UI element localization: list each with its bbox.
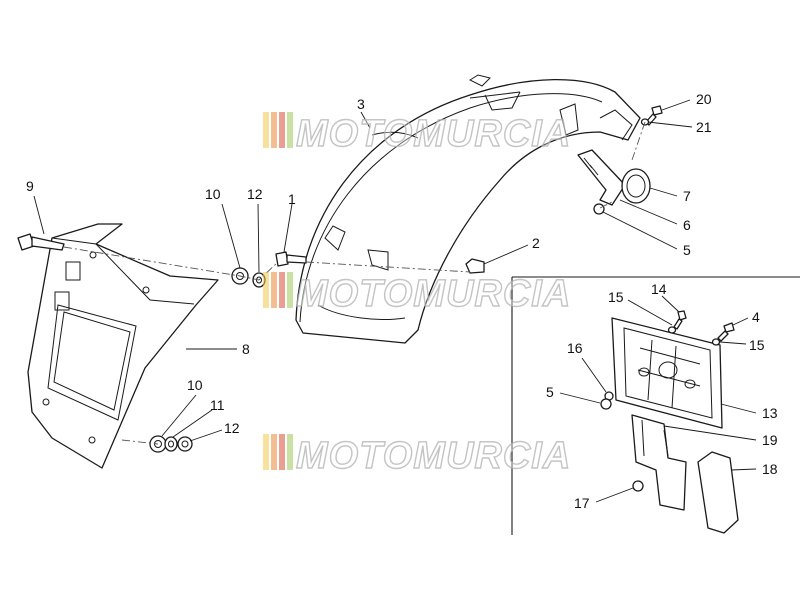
- callout-4: 4: [752, 309, 760, 325]
- watermark-top: MOTOMURCIA: [263, 112, 571, 156]
- washer-15-left: [667, 326, 677, 334]
- callout-17: 17: [574, 495, 590, 511]
- screw-14: [673, 310, 687, 330]
- assembly-lines: [63, 121, 646, 445]
- callout-7: 7: [683, 188, 691, 204]
- plate-bracket: [631, 414, 687, 511]
- wm-bar-2: [271, 434, 277, 470]
- callout-11: 11: [210, 397, 225, 413]
- wm-bar-1: [263, 434, 269, 470]
- callout-10-lower: 10: [187, 377, 203, 393]
- watermark-middle: MOTOMURCIA: [263, 272, 571, 316]
- callout-19: 19: [762, 432, 778, 448]
- wm-bar-4: [287, 272, 293, 308]
- callout-14: 14: [651, 281, 667, 297]
- callout-3: 3: [357, 96, 365, 112]
- callout-6: 6: [683, 217, 691, 233]
- wm-bar-3: [279, 272, 285, 308]
- callout-15-left: 15: [608, 289, 624, 305]
- callout-10-upper: 10: [205, 186, 221, 202]
- callout-2: 2: [532, 235, 540, 251]
- callout-5-lower: 5: [546, 384, 554, 400]
- wm-bar-4: [287, 112, 293, 148]
- license-plate-holder: [27, 223, 219, 469]
- callout-16: 16: [567, 340, 583, 356]
- callout-21: 21: [696, 119, 712, 135]
- clip-nut-2: [465, 258, 485, 274]
- nut-12-lower: [177, 436, 193, 452]
- rear-mudguard: [295, 74, 641, 344]
- callout-8: 8: [242, 341, 250, 357]
- callout-20: 20: [696, 91, 712, 107]
- plate-mount: [611, 317, 723, 429]
- wm-bar-3: [279, 434, 285, 470]
- callout-1: 1: [288, 191, 296, 207]
- screw-1: [275, 251, 307, 267]
- callout-labels: 9 10 12 1 2 3 20 21 7 6 5 8 10 11 12 15 …: [26, 91, 778, 511]
- nut-5-lower: [600, 398, 612, 410]
- callout-18: 18: [762, 461, 778, 477]
- callout-13: 13: [762, 405, 778, 421]
- plate-reflector: [697, 451, 739, 534]
- wm-bar-4: [287, 434, 293, 470]
- watermark-bottom: MOTOMURCIA: [263, 434, 571, 478]
- wm-bar-3: [279, 112, 285, 148]
- callout-5-upper: 5: [683, 242, 691, 258]
- callout-12-lower: 12: [224, 420, 240, 436]
- nut-5-upper: [593, 203, 605, 215]
- screw-4: [717, 322, 735, 342]
- inset-frame: [511, 276, 800, 535]
- watermark-text: MOTOMURCIA: [296, 435, 571, 477]
- watermark-text: MOTOMURCIA: [296, 273, 571, 315]
- screw-9: [17, 233, 65, 251]
- nut-17: [632, 480, 644, 492]
- rear-reflector: [621, 168, 651, 204]
- callout-15-right: 15: [749, 337, 765, 353]
- wm-bar-2: [271, 112, 277, 148]
- wm-bar-1: [263, 272, 269, 308]
- leader-lines: [33, 99, 757, 503]
- reflector-bracket: [577, 149, 626, 206]
- callout-9: 9: [26, 178, 34, 194]
- callout-12-upper: 12: [247, 186, 263, 202]
- wm-bar-2: [271, 272, 277, 308]
- washer-15-right: [711, 338, 721, 346]
- wm-bar-1: [263, 112, 269, 148]
- washer-11: [164, 436, 178, 452]
- watermark-text: MOTOMURCIA: [296, 113, 571, 155]
